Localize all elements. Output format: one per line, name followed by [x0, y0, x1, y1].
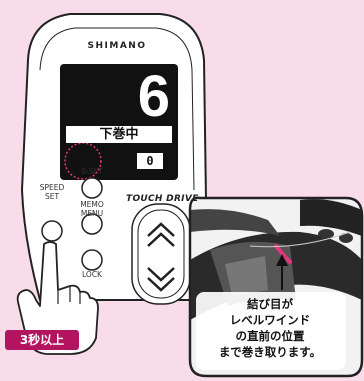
- zoom-inset: [188, 196, 364, 378]
- lock-label: LOCK: [82, 270, 102, 279]
- pointing-hand-icon: [16, 241, 99, 355]
- speed-set-label: SPEED SET: [39, 183, 65, 201]
- status-text: 下巻中: [66, 126, 172, 143]
- up-chevron-icon: [147, 222, 175, 247]
- lock-button[interactable]: [81, 249, 103, 271]
- zero-set-label: 0-SET: [81, 167, 103, 176]
- lcd-display: [60, 64, 178, 180]
- zero-set-button[interactable]: [81, 177, 103, 199]
- brand-logo: SHIMANO: [87, 41, 147, 51]
- rocker-switch[interactable]: [131, 203, 191, 305]
- down-chevron-icon: [147, 267, 175, 292]
- display-digit: 6: [137, 64, 170, 129]
- hold-duration-badge: 3秒以上: [5, 330, 79, 350]
- end-highlight-circle: [64, 142, 102, 180]
- touch-drive-logo: TOUCH DRIVE: [126, 194, 199, 204]
- memo-menu-label: MEMO MENU: [80, 200, 104, 218]
- memo-menu-button[interactable]: [81, 213, 103, 235]
- arrow-icon: [276, 254, 288, 290]
- instruction-caption: 結び目が レベルワインド の直前の位置 まで巻き取ります。: [218, 297, 322, 359]
- counter-value: 0: [137, 153, 163, 169]
- end-label: 終了: [70, 153, 92, 166]
- speed-set-button[interactable]: [41, 220, 63, 242]
